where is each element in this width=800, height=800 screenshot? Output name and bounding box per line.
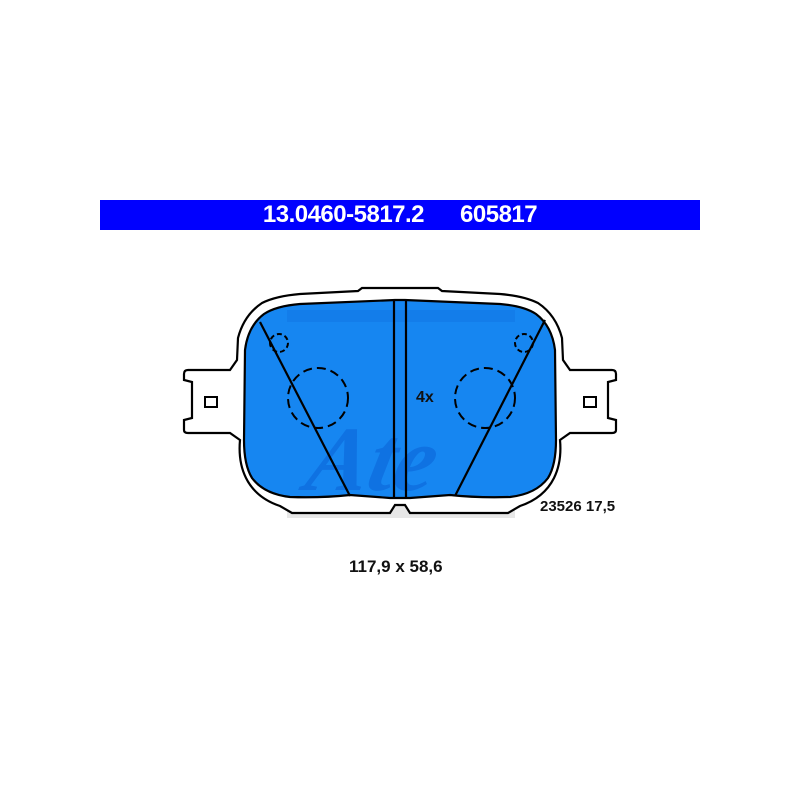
right-large-dashed-circle <box>454 367 516 429</box>
short-part-number: 605817 <box>460 201 538 228</box>
left-small-dashed-circle <box>269 333 289 353</box>
watermark-logo: Ate <box>293 409 447 511</box>
part-number: 13.0460-5817.2 <box>262 201 425 228</box>
left-ear-slot <box>204 396 218 408</box>
left-large-dashed-circle <box>287 367 349 429</box>
wva-thickness-label: 23526 17,5 <box>540 498 616 515</box>
right-chamfer <box>454 319 546 497</box>
right-small-dashed-circle <box>514 333 534 353</box>
dimensions-label: 117,9 x 58,6 <box>349 557 443 576</box>
quantity-label: 4x <box>416 389 434 406</box>
friction-pad <box>242 298 558 500</box>
right-ear-slot <box>583 396 597 408</box>
part-number-header: 13.0460-5817.2 605817 <box>100 200 700 230</box>
watermark-box-top <box>287 310 515 322</box>
